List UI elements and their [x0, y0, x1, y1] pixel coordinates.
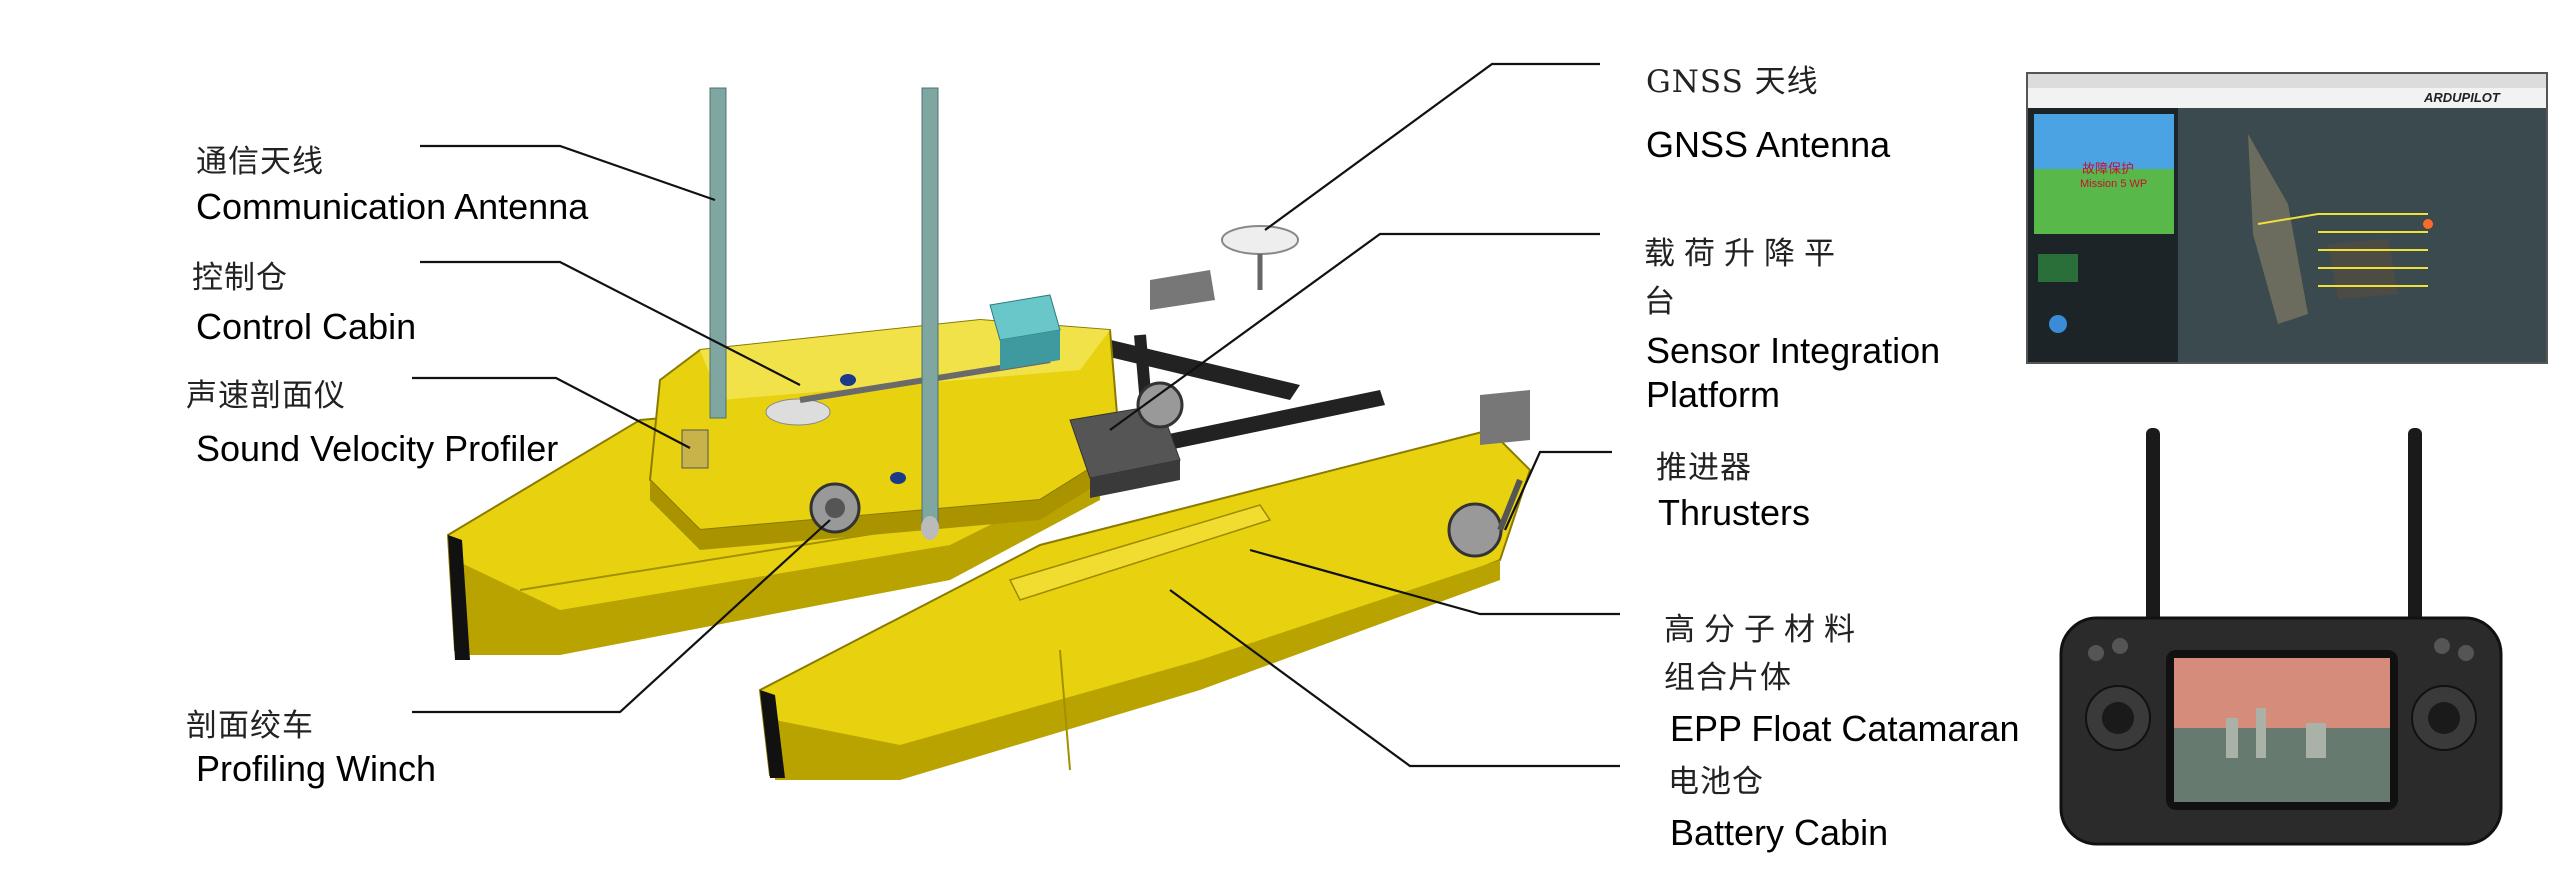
leader-epp: [1249, 548, 1620, 616]
profiling-winch: [809, 482, 861, 534]
gcs-logo: ARDUPILOT: [2424, 90, 2500, 105]
ground-station-screenshot: ARDUPILOT 故障保护 Mission 5 WP: [2026, 72, 2548, 364]
label-platform-en-2: Platform: [1646, 374, 1781, 415]
remote-controller: [2056, 428, 2506, 848]
leader-svp: [412, 376, 691, 449]
leader-gnss: [1264, 62, 1600, 231]
gcs-overlay-text-2: Mission 5 WP: [2080, 178, 2148, 190]
thrusters: [1136, 381, 1523, 558]
label-platform-cn-2: 台: [1644, 284, 1676, 320]
label-winch-en: Profiling Winch: [196, 748, 437, 789]
gnss-antenna: [1221, 225, 1299, 290]
label-battery-en: Battery Cabin: [1670, 812, 1889, 853]
leader-platform: [1109, 232, 1600, 431]
leader-comm: [420, 144, 716, 202]
gcs-display: [2028, 74, 2546, 362]
leader-winch: [412, 519, 831, 714]
sound-velocity-profiler: [681, 429, 709, 469]
label-svp-en: Sound Velocity Profiler: [196, 428, 559, 469]
right-hull: [758, 428, 1532, 780]
remote-controller-drawing: [2059, 428, 2503, 846]
label-thruster-en: Thrusters: [1658, 492, 1811, 533]
label-platform-cn-1: 载荷升降平: [1644, 236, 1844, 272]
teal-sensor-box: [989, 294, 1061, 370]
label-svp-cn: 声速剖面仪: [186, 378, 346, 414]
leader-lines: [412, 62, 1620, 768]
label-gnss-en: GNSS Antenna: [1646, 124, 1891, 165]
label-ctrl-cn: 控制仓: [192, 260, 288, 296]
leader-ctrl: [420, 260, 801, 386]
label-epp-cn-2: 组合片体: [1664, 660, 1792, 696]
label-ctrl-en: Control Cabin: [196, 306, 417, 347]
leader-battery: [1169, 589, 1620, 768]
communication-masts: [709, 87, 939, 540]
label-winch-cn: 剖面绞车: [186, 708, 314, 744]
label-platform-en-1: Sensor Integration: [1646, 330, 1941, 371]
label-thruster-cn: 推进器: [1656, 450, 1752, 486]
label-comm-en: Communication Antenna: [196, 186, 589, 227]
label-gnss-cn: GNSS 天线: [1646, 64, 1819, 100]
label-epp-cn-1: 高分子材料: [1664, 612, 1864, 648]
gcs-overlay-text-1: 故障保护: [2082, 162, 2135, 177]
label-epp-en: EPP Float Catamaran: [1670, 708, 2020, 749]
label-battery-cn: 电池仓: [1668, 764, 1764, 800]
leader-thruster: [1503, 450, 1612, 531]
label-comm-cn: 通信天线: [196, 144, 324, 180]
